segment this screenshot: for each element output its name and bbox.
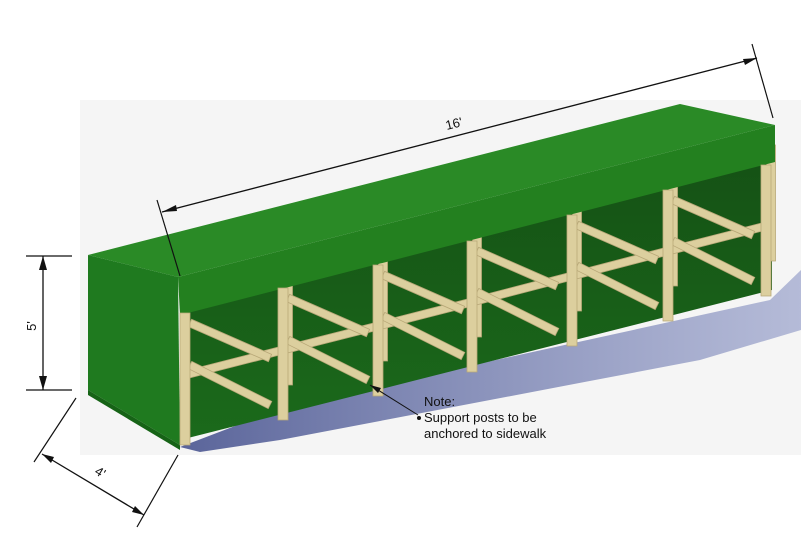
canopy-front-fascia: [178, 125, 775, 315]
front-post: [760, 164, 772, 297]
upper-brace: [574, 220, 660, 265]
upper-brace: [474, 246, 560, 291]
length-dimension: 16': [156, 43, 774, 277]
length-label: 16': [444, 114, 464, 133]
height-label: 5': [24, 321, 39, 331]
note-title: Note:: [424, 394, 455, 409]
lower-brace: [187, 360, 273, 410]
depth-label: 4': [92, 463, 108, 481]
note-line-1: Support posts to be: [424, 410, 537, 425]
height-dimension: 5': [24, 255, 72, 391]
lower-brace: [285, 335, 371, 385]
lower-brace: [474, 287, 560, 337]
canopy-end-shade: [88, 390, 180, 450]
depth-dimension: 4': [33, 397, 179, 528]
front-post: [277, 287, 289, 421]
front-post: [466, 240, 478, 373]
canopy-end-panel: [88, 255, 180, 445]
front-post: [566, 214, 578, 347]
upper-brace: [380, 270, 466, 315]
front-post: [372, 264, 384, 397]
lower-brace: [670, 236, 756, 286]
front-post: [179, 312, 191, 446]
front-posts: [179, 164, 772, 446]
lower-brace: [574, 261, 660, 311]
note-line-2: anchored to sidewalk: [424, 426, 547, 441]
upper-brace: [187, 318, 273, 363]
ground-shadow: [180, 270, 801, 452]
lower-brace: [380, 311, 466, 361]
upper-brace: [285, 293, 371, 338]
note-callout: Note: Support posts to be anchored to si…: [369, 384, 547, 441]
canopy-top: [88, 104, 775, 277]
upper-brace: [670, 195, 756, 240]
front-post: [662, 189, 674, 322]
